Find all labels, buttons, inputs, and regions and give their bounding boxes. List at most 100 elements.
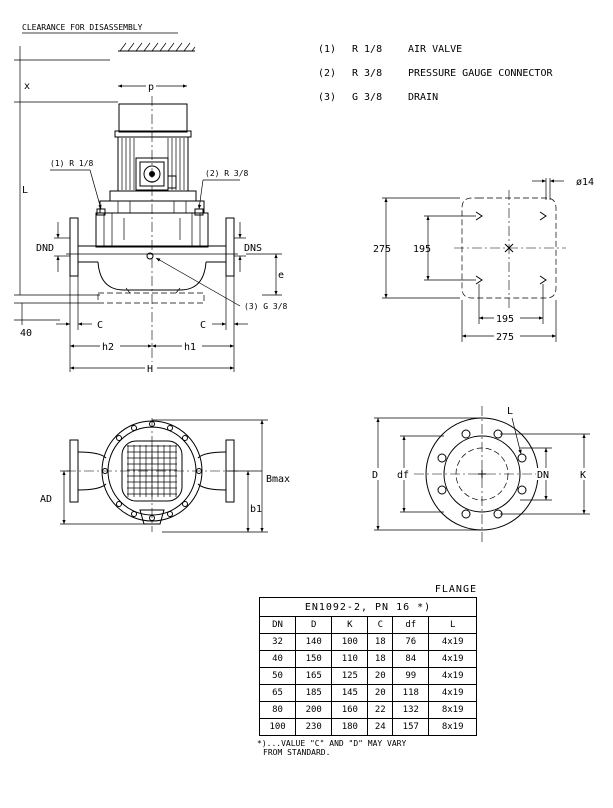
flange-bolt-holes [437, 429, 527, 519]
legend-2-thread: R 3/8 [352, 68, 382, 79]
col-header: C [367, 616, 394, 634]
dim-DN-label: DN [537, 470, 549, 481]
flange-left [69, 217, 79, 277]
flange-table-block: FLANGE EN1092-2, PN 16 *) DN D K C df L … [257, 583, 477, 757]
table-cell: 4x19 [428, 633, 477, 651]
legend-3-desc: DRAIN [408, 92, 438, 103]
table-cell: 230 [295, 718, 333, 736]
table-row: 32 140 100 18 76 4x19 [258, 633, 477, 651]
table-cell: 22 [367, 701, 394, 719]
dim-275-horizontal: 275 [496, 332, 514, 343]
dim-L-hole-label: L [507, 406, 513, 417]
table-cell: 65 [258, 684, 297, 702]
flange-right [225, 217, 235, 277]
dim-H-label: H [147, 364, 153, 375]
dim-C-left-label: C [97, 320, 103, 331]
motor-top [121, 440, 183, 502]
motor-body [117, 136, 189, 192]
legend-1-num: (1) [318, 44, 336, 55]
dim-DNS-label: DNS [244, 243, 262, 254]
flange-table: EN1092-2, PN 16 *) DN D K C df L 32 140 … [258, 597, 477, 736]
footnote-line-1: *)...VALUE "C" AND "D" MAY VARY [257, 739, 407, 748]
col-header: L [428, 616, 477, 634]
dim-h1-label: h1 [184, 342, 196, 353]
table-cell: 4x19 [428, 650, 477, 668]
legend-3-num: (3) [318, 92, 336, 103]
dim-AD-label: AD [40, 494, 52, 505]
col-header: df [392, 616, 430, 634]
table-row: 80 200 160 22 132 8x19 [258, 701, 477, 719]
table-row: 40 150 110 18 84 4x19 [258, 650, 477, 668]
footnote-line-2: FROM STANDARD. [263, 748, 331, 757]
legend-3-thread: G 3/8 [352, 92, 382, 103]
dim-40-label: 40 [20, 328, 32, 339]
dim-b1-label: b1 [250, 504, 262, 515]
dim-p-label: p [148, 82, 154, 93]
table-row: 65 185 145 20 118 4x19 [258, 684, 477, 702]
table-cell: 157 [392, 718, 430, 736]
table-cell: 185 [295, 684, 333, 702]
dim-x-label: x [24, 81, 30, 92]
base-plate-view: ø14 275 195 195 275 [373, 177, 594, 343]
table-cell: 50 [258, 667, 297, 685]
table-cell: 32 [258, 633, 297, 651]
table-cell: 118 [392, 684, 430, 702]
table-cell: 18 [367, 633, 394, 651]
table-row: 50 165 125 20 99 4x19 [258, 667, 477, 685]
fan-grille [127, 445, 177, 497]
dim-K-label: K [580, 470, 586, 481]
table-cell: 8x19 [428, 701, 477, 719]
col-header: K [331, 616, 369, 634]
table-cell: 165 [295, 667, 333, 685]
dim-C-right-label: C [200, 320, 206, 331]
table-cell: 200 [295, 701, 333, 719]
table-cell: 132 [392, 701, 430, 719]
dim-Bmax-label: Bmax [266, 474, 290, 485]
side-view: CLEARANCE FOR DISASSEMBLY x L p [14, 23, 288, 375]
flange-raised-face [443, 435, 521, 513]
base-plate-outline [97, 292, 205, 304]
footnote: *)...VALUE "C" AND "D" MAY VARY FROM STA… [257, 739, 477, 757]
table-cell: 80 [258, 701, 297, 719]
clearance-label: CLEARANCE FOR DISASSEMBLY [22, 23, 143, 32]
table-cell: 76 [392, 633, 430, 651]
flange-view: L D df DN K [370, 406, 590, 542]
header-row: DN D K C df L [258, 616, 477, 634]
dim-L-label: L [22, 185, 28, 196]
dim-df-label: df [397, 470, 409, 481]
table-cell: 150 [295, 650, 333, 668]
table-cell: 20 [367, 667, 394, 685]
legend-2-desc: PRESSURE GAUGE CONNECTOR [408, 68, 553, 79]
motor-fan-cover [118, 103, 188, 133]
standard-cell: EN1092-2, PN 16 *) [259, 597, 477, 617]
top-view: AD Bmax b1 [40, 418, 290, 533]
table-cell: 99 [392, 667, 430, 685]
table-cell: 100 [258, 718, 297, 736]
table-cell: 20 [367, 684, 394, 702]
table-cell: 100 [331, 633, 369, 651]
dim-D-label: D [372, 470, 378, 481]
callout-3: (3) G 3/8 [244, 302, 288, 311]
callout-2: (2) R 3/8 [205, 169, 249, 178]
flange-table-caption: FLANGE [434, 584, 477, 595]
dim-195-vertical: 195 [413, 244, 431, 255]
table-cell: 18 [367, 650, 394, 668]
hatch-pattern [119, 42, 196, 52]
legend-2-num: (2) [318, 68, 336, 79]
table-cell: 110 [331, 650, 369, 668]
table-cell: 180 [331, 718, 369, 736]
dim-DND-label: DND [36, 243, 54, 254]
bolt-holes [475, 211, 547, 285]
legend: (1) R 1/8 AIR VALVE (2) R 3/8 PRESSURE G… [318, 44, 553, 103]
legend-1-desc: AIR VALVE [408, 44, 462, 55]
dim-h2-label: h2 [102, 342, 114, 353]
dim-e-label: e [278, 270, 284, 281]
standard-row: EN1092-2, PN 16 *) [259, 597, 477, 617]
bolt-ring [102, 421, 202, 521]
table-cell: 40 [258, 650, 297, 668]
table-cell: 24 [367, 718, 394, 736]
col-header: DN [258, 616, 297, 634]
hole-dia-label: ø14 [576, 177, 594, 188]
table-cell: 4x19 [428, 684, 477, 702]
